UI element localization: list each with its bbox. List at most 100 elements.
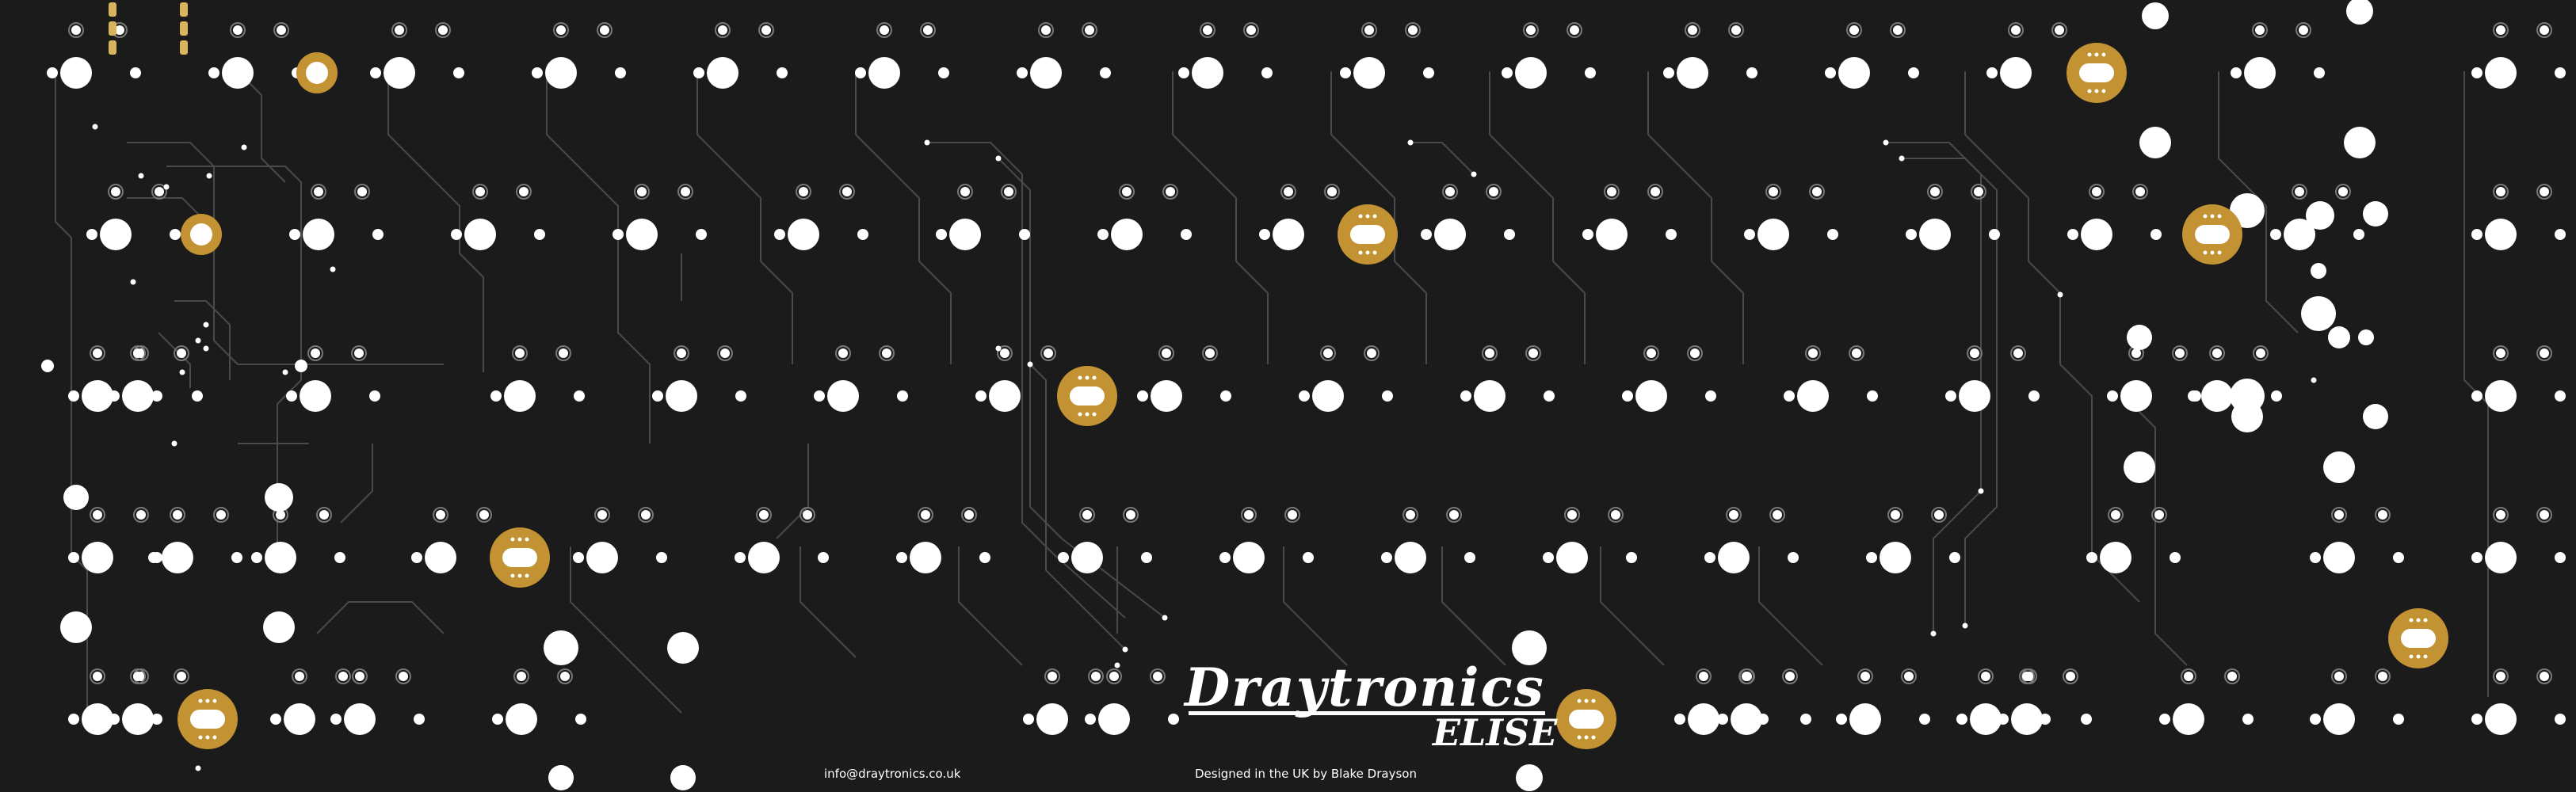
pad-ring (2051, 22, 2067, 38)
trace (1902, 158, 1998, 626)
via (1584, 735, 1589, 740)
switch-footprint (2310, 507, 2404, 573)
pad-hole (71, 25, 81, 35)
via (171, 440, 177, 447)
stabilizer-holes (41, 0, 2388, 791)
pin-hole (1998, 714, 2009, 725)
pin-hole (1019, 229, 1030, 240)
center-hole (2323, 703, 2355, 735)
pin-hole (1017, 67, 1028, 78)
pad-hole (1699, 672, 1708, 681)
pad-hole (761, 25, 771, 35)
center-hole (222, 57, 254, 89)
mount-hole (670, 765, 696, 790)
pin-hole (2067, 229, 2078, 240)
pin-hole (1219, 552, 1231, 563)
pad-hole (216, 510, 226, 520)
pin-hole (231, 552, 242, 563)
switch-footprint (86, 184, 181, 250)
pin-hole (492, 714, 503, 725)
switch-footprint (936, 184, 1030, 250)
pad-hole (1408, 25, 1418, 35)
pad-ring (391, 22, 407, 38)
pad-hole (1981, 672, 1990, 681)
switch-footprint (1097, 184, 1192, 250)
center-hole (1273, 219, 1304, 250)
pin-hole (1502, 67, 1513, 78)
pad-ring (513, 668, 529, 684)
pad-ring (273, 22, 289, 38)
mount-hole (263, 611, 295, 643)
pin-hole (897, 390, 908, 402)
pad-ring (1320, 345, 1336, 361)
pin-hole (2353, 229, 2364, 240)
pad-hole (111, 187, 120, 196)
standoff-round (181, 214, 222, 255)
center-hole (1757, 219, 1789, 250)
switch-footprint (1421, 184, 1515, 250)
switch-footprint (774, 184, 868, 250)
pad-hole (838, 348, 848, 358)
pin-hole (1141, 552, 1152, 563)
trace (927, 142, 1126, 619)
switch-footprint (1219, 507, 1314, 573)
pad-ring (2063, 668, 2078, 684)
center-hole (2201, 380, 2233, 412)
switch-footprints (47, 22, 2566, 735)
pin-hole (1504, 229, 1515, 240)
pin-hole (1340, 67, 1351, 78)
mount-hole (548, 765, 574, 790)
pad-ring (174, 345, 189, 361)
pad-ring (1849, 345, 1864, 361)
pin-hole (286, 390, 297, 402)
led (180, 21, 188, 36)
via (198, 735, 203, 740)
pad-ring (1364, 345, 1380, 361)
pad-hole (1688, 25, 1697, 35)
pad-hole (1162, 348, 1171, 358)
pin-hole (1137, 390, 1148, 402)
pin-hole (613, 229, 624, 240)
pad-hole (475, 187, 485, 196)
via (1577, 735, 1582, 740)
pin-hole (975, 390, 987, 402)
standoff-slot-hole (1569, 710, 1604, 729)
pad-ring (68, 22, 84, 38)
pad-ring (174, 668, 189, 684)
pad-ring (2252, 22, 2268, 38)
center-hole (82, 542, 113, 573)
pad-ring (1123, 507, 1139, 523)
pad-ring (2296, 22, 2311, 38)
center-hole (2100, 542, 2131, 573)
pad-hole (2154, 510, 2164, 520)
pad-ring (1564, 507, 1580, 523)
led (180, 2, 188, 17)
pad-hole (2540, 25, 2549, 35)
pad-ring (2331, 507, 2347, 523)
pad-ring (316, 507, 332, 523)
pad-ring (2108, 507, 2124, 523)
standoff-slot (1057, 366, 1117, 426)
standoff-slot (490, 527, 550, 588)
pad-hole (1327, 187, 1337, 196)
via (212, 699, 217, 703)
pad-hole (1860, 672, 1870, 681)
pad-hole (1000, 348, 1009, 358)
pad-hole (641, 510, 651, 520)
pad-hole (1109, 672, 1119, 681)
indicator-leds (109, 2, 188, 55)
pad-ring (1280, 184, 1296, 200)
pad-ring (292, 668, 307, 684)
pad-ring (918, 507, 933, 523)
pad-ring (1200, 22, 1215, 38)
pad-hole (1048, 672, 1057, 681)
pad-hole (2496, 672, 2505, 681)
pad-ring (638, 507, 654, 523)
mount-hole (2323, 451, 2355, 483)
pin-hole (370, 67, 381, 78)
trace (387, 71, 484, 372)
via (525, 537, 529, 542)
pad-hole (1244, 510, 1254, 520)
pad-hole (2227, 672, 2237, 681)
